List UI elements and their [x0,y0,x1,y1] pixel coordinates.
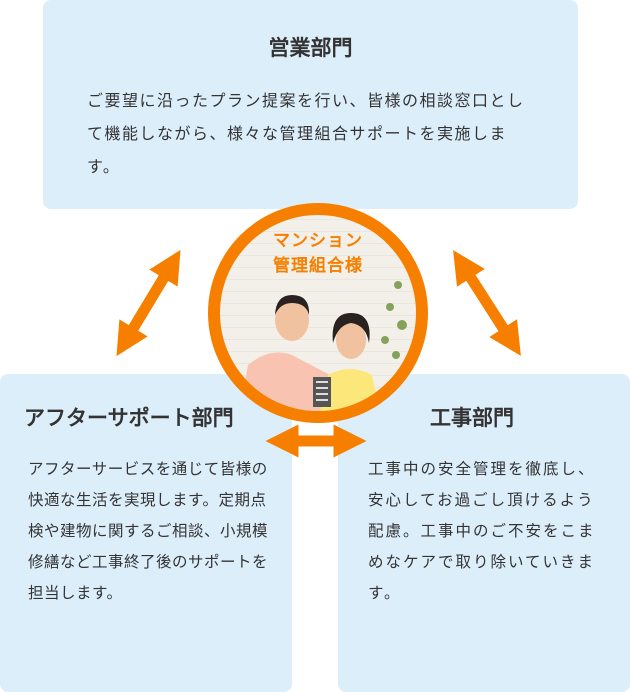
center-label-line1: マンション [273,231,363,251]
couple-illustration [240,281,407,411]
sales-department-box: 営業部門 ご要望に沿ったプラン提案を行い、皆様の相談窓口として機能しながら、様々… [43,0,578,209]
after-support-department-box: アフターサポート部門 アフターサービスを通じて皆様の快適な生活を実現します。定期… [0,374,292,692]
center-label-line2: 管理組合様 [273,256,363,276]
sales-title: 営業部門 [268,36,353,60]
after-support-title: アフターサポート部門 [24,406,234,430]
couple-photo: マンション 管理組合様 [220,215,416,411]
double-arrow-icon [116,249,181,357]
double-arrow-icon [453,250,521,356]
after-support-description: アフターサービスを通じて皆様の快適な生活を実現します。定期点検や建物に関するご相… [28,460,269,602]
construction-description: 工事中の安全管理を徹底し、安心してお過ごし頂けるよう配慮。工事中のご不安をこまめ… [368,460,596,602]
construction-department-box: 工事部門 工事中の安全管理を徹底し、安心してお過ごし頂けるよう配慮。工事中のご不… [338,374,630,692]
sales-description: ご要望に沿ったプラン提案を行い、皆様の相談窓口として機能しながら、様々な管理組合… [87,91,525,176]
construction-title: 工事部門 [430,406,514,430]
center-label: マンション 管理組合様 [220,229,416,279]
management-association-circle: マンション 管理組合様 [208,203,428,423]
